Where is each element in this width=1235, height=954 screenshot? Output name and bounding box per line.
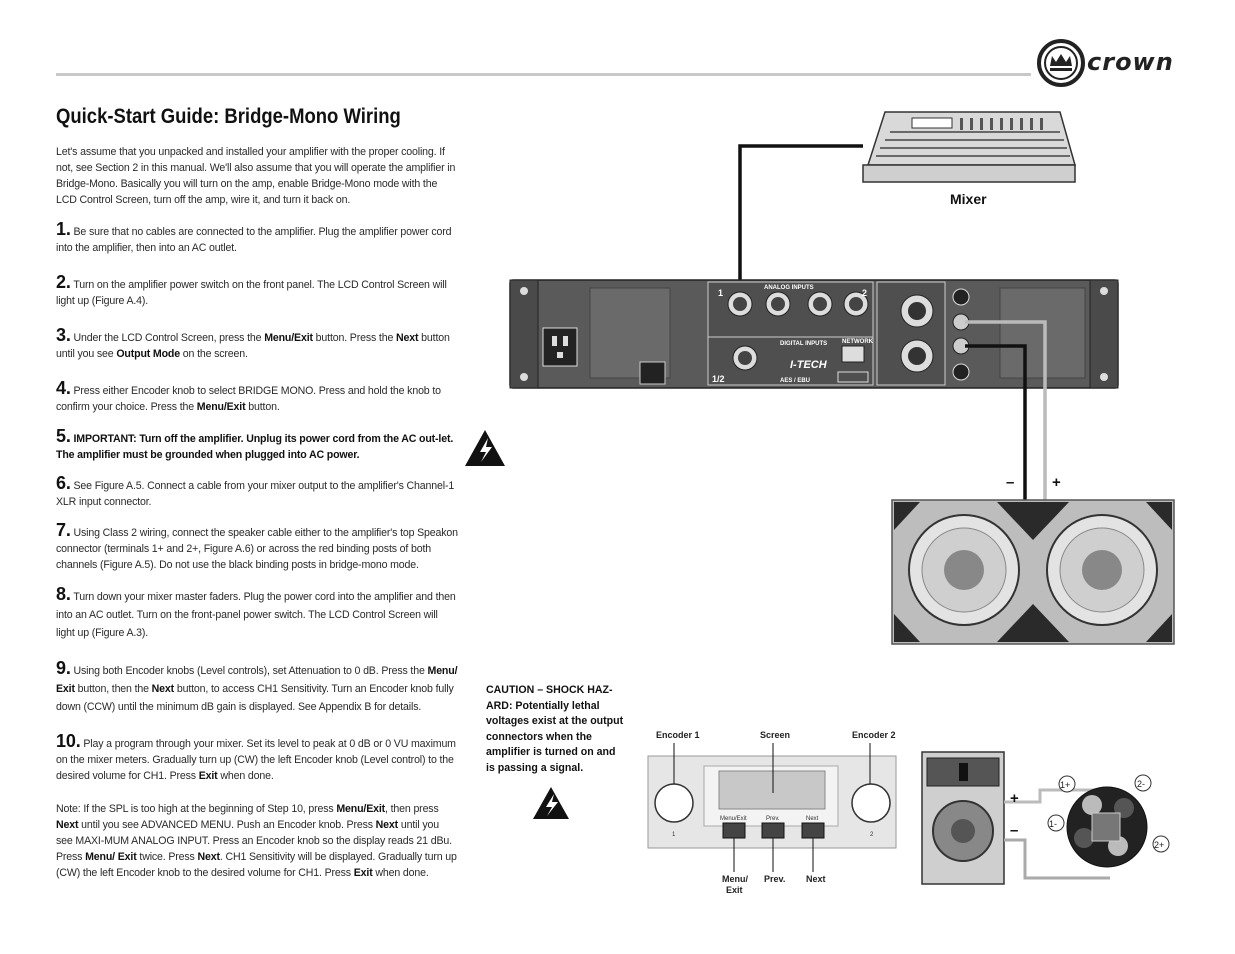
speakon-diagram: 1+ 2- 1- 2+ [921, 751, 1170, 885]
ch2-label: 2 [862, 288, 867, 298]
menu-exit-small-label: Menu/Exit [720, 816, 747, 822]
step-text: button, to access CH1 Sensitivity. Turn … [56, 683, 454, 713]
step-bold: Menu/ Exit [56, 665, 458, 695]
caution-text: CAUTION – SHOCK HAZ-ARD: Potentially let… [486, 684, 624, 774]
step-text: when done. [217, 770, 274, 782]
exit-label: Exit [726, 885, 743, 895]
terminal-1-plus: 1+ [1060, 780, 1070, 790]
step-text: button. Press the [312, 332, 397, 344]
step-6: 6. See Figure A.5. Connect a cable from … [56, 473, 458, 510]
speaker-cabinet [891, 499, 1175, 645]
note-bold: Exit [353, 867, 373, 879]
step-number: 7. [56, 520, 71, 540]
terminal-1-minus: 1- [1049, 819, 1057, 829]
knob2-label: 2 [870, 832, 874, 838]
aes-label: AES / EBU [780, 378, 810, 384]
step-bold: Exit [198, 770, 218, 782]
step-1: 1. Be sure that no cables are connected … [56, 219, 458, 256]
step-7: 7. Using Class 2 wiring, connect the spe… [56, 520, 458, 573]
knob1-label: 1 [672, 832, 676, 838]
prev-small-label: Prev. [766, 816, 780, 822]
terminal-2-plus: 2+ [1154, 840, 1164, 850]
note-paragraph: Note: If the SPL is too high at the begi… [56, 801, 458, 881]
intro-paragraph: Let's assume that you unpacked and insta… [56, 146, 456, 206]
note-text: until you see ADVANCED MENU. Push an Enc… [78, 819, 376, 831]
screen-label: Screen [760, 730, 791, 740]
mixer-illustration [862, 111, 1076, 183]
brand-wordmark: crown [1087, 48, 1174, 76]
itech-logo: I-TECH [790, 359, 828, 371]
network-label: NETWORK [842, 339, 874, 345]
next-label: Next [806, 874, 826, 884]
plus-sign: + [1052, 474, 1061, 491]
step-number: 5. [56, 426, 71, 446]
step-text: Using Class 2 wiring, connect the speake… [56, 527, 458, 571]
encoder-2-label: Encoder 2 [852, 730, 896, 740]
step-text: Using both Encoder knobs (Level controls… [73, 665, 428, 677]
step-4: 4. Press either Encoder knob to select B… [56, 378, 458, 415]
step-10: 10. Play a program through your mixer. S… [56, 731, 458, 784]
terminal-2-minus: 2- [1137, 779, 1145, 789]
menu-label: Menu/ [722, 874, 748, 884]
page-title: Quick-Start Guide: Bridge-Mono Wiring [56, 105, 401, 128]
step-text: IMPORTANT: Turn off the amplifier. Unplu… [56, 433, 454, 461]
step-text: Press either Encoder knob to select BRID… [56, 385, 441, 413]
step-5: 5. IMPORTANT: Turn off the amplifier. Un… [56, 426, 458, 463]
note-text: Note: If the SPL is too high at the begi… [56, 803, 337, 815]
next-small-label: Next [806, 816, 819, 822]
step-3: 3. Under the LCD Control Screen, press t… [56, 325, 458, 362]
note-bold: Next [56, 819, 79, 831]
step-number: 9. [56, 658, 71, 678]
analog-inputs-label: ANALOG INPUTS [764, 285, 814, 291]
step-text: on the screen. [180, 348, 248, 360]
step-text: button until you see [56, 332, 450, 360]
amplifier-rear-panel: ANALOG INPUTS DIGITAL INPUTS NETWORK AES… [509, 279, 1119, 389]
header-rule [56, 73, 1031, 76]
step-text: Turn on the amplifier power switch on th… [56, 279, 447, 307]
step-text: See Figure A.5. Connect a cable from you… [56, 480, 455, 508]
step-text: Be sure that no cables are connected to … [56, 226, 452, 254]
step-text: button, then the [74, 683, 152, 695]
step-2: 2. Turn on the amplifier power switch on… [56, 272, 458, 309]
step-bold: Next [151, 683, 175, 695]
step-number: 3. [56, 325, 71, 345]
step-bold: Next [396, 332, 419, 344]
encoder-1-label: Encoder 1 [656, 730, 700, 740]
note-text: twice. Press [136, 851, 198, 863]
mixer-label: Mixer [950, 191, 987, 207]
step-text: Play a program through your mixer. Set i… [56, 738, 456, 782]
step-number: 6. [56, 473, 71, 493]
prev-label: Prev. [764, 874, 786, 884]
note-bold: Next [375, 819, 399, 831]
note-text: until you see MAXI-MUM ANALOG INPUT. Pre… [56, 819, 452, 863]
step-8: 8. Turn down your mixer master faders. P… [56, 585, 458, 642]
step-9: 9. Using both Encoder knobs (Level contr… [56, 659, 458, 716]
note-text: , then press [385, 803, 439, 815]
ch12-label: 1/2 [712, 374, 725, 384]
step-bold: Output Mode [116, 348, 180, 360]
step-text: button. [245, 401, 280, 413]
ch1-label: 1 [718, 288, 723, 298]
note-text: when done. [372, 867, 429, 879]
step-number: 2. [56, 272, 71, 292]
step-text: Under the LCD Control Screen, press the [73, 332, 265, 344]
step-number: 4. [56, 378, 71, 398]
note-text: . CH1 Sensitivity will be displayed. Gra… [56, 851, 457, 879]
note-bold: Next [197, 851, 221, 863]
note-bold: Menu/Exit [336, 803, 386, 815]
step-number: 1. [56, 219, 71, 239]
minus-sign: – [1006, 474, 1015, 491]
step-bold: Menu/Exit [264, 332, 313, 344]
speakon-plus-sign: + [1010, 790, 1019, 807]
step-bold: Menu/Exit [196, 401, 246, 413]
step-text: Turn down your mixer master faders. Plug… [56, 591, 456, 639]
note-bold: Menu/ Exit [85, 851, 137, 863]
step-number: 10. [56, 731, 81, 751]
step-number: 8. [56, 584, 71, 604]
digital-inputs-label: DIGITAL INPUTS [780, 341, 827, 347]
front-panel-illustration: Menu/Exit Prev. Next 1 2 [647, 743, 897, 872]
speakon-minus-sign: – [1010, 822, 1019, 839]
